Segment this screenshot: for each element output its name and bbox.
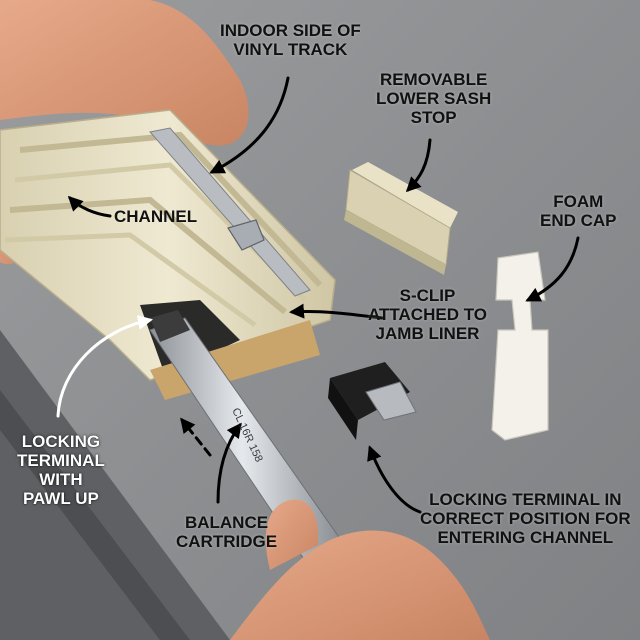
- arrow-foam-end-cap: [525, 236, 580, 302]
- arrow-sash-stop: [405, 138, 432, 193]
- arrow-channel: [67, 195, 112, 218]
- arrow-insert-direction: [180, 417, 212, 457]
- label-foam-end-cap: FOAM END CAP: [540, 192, 617, 230]
- callout-arrows: [56, 76, 580, 514]
- label-sash-stop: REMOVABLE LOWER SASH STOP: [376, 70, 492, 127]
- upper-hand: [0, 0, 249, 146]
- table-edge-shadow: [0, 390, 190, 640]
- label-s-clip: S-CLIP ATTACHED TO JAMB LINER: [368, 286, 487, 343]
- sash-stop-piece: [344, 162, 458, 275]
- s-clip: [227, 219, 265, 251]
- locking-terminal-piece: [328, 362, 417, 440]
- lower-hand-thumb: [265, 499, 319, 570]
- lower-hand: [230, 530, 490, 640]
- label-locking-terminal-position: LOCKING TERMINAL IN CORRECT POSITION FOR…: [420, 490, 631, 547]
- label-channel: CHANNEL: [114, 207, 198, 226]
- label-locking-terminal-pawl: LOCKING TERMINAL WITH PAWL UP: [17, 432, 105, 508]
- arrow-indoor-side: [209, 76, 290, 174]
- arrow-pawl-up: [56, 315, 153, 418]
- foam-end-cap-piece: [491, 251, 549, 441]
- label-balance-cartridge: BALANCE CARTRIDGE: [176, 513, 278, 551]
- arrow-balance-cartridge: [216, 422, 242, 504]
- arrow-s-clip: [289, 303, 384, 320]
- label-indoor-side: INDOOR SIDE OF VINYL TRACK: [220, 21, 361, 59]
- arrow-terminal-position: [367, 445, 422, 514]
